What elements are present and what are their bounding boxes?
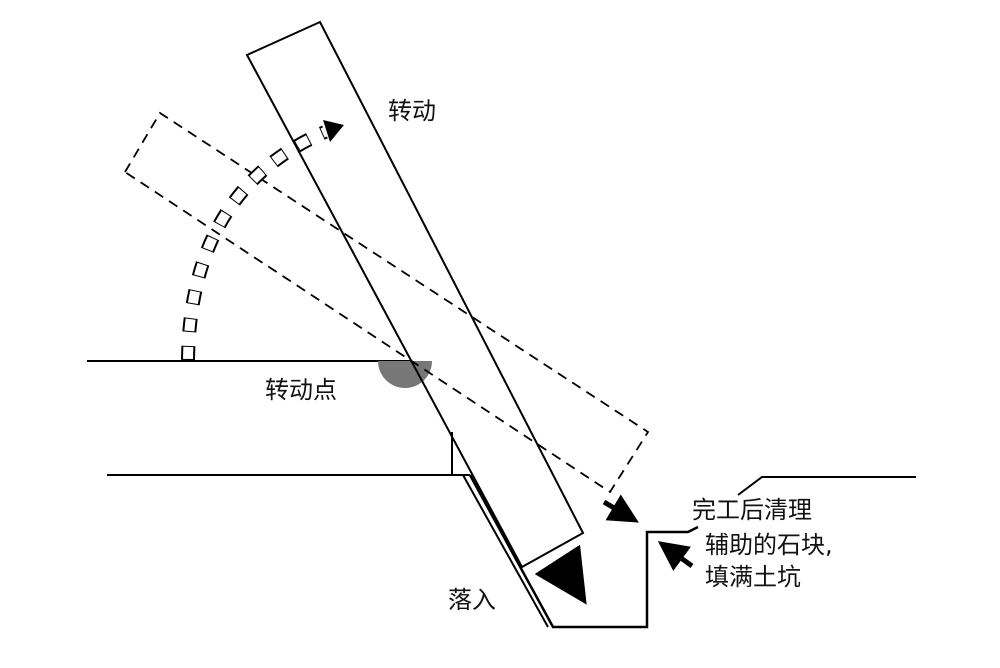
arrow-fill-icon <box>657 541 694 571</box>
arrow-fall-icon <box>534 544 587 605</box>
rotate-label: 转动 <box>388 97 436 125</box>
pit-wall-inner <box>462 474 549 628</box>
rotation-arrowhead-icon <box>323 120 344 142</box>
fall-in-label: 落入 <box>448 586 496 614</box>
initial-position-dashed <box>123 111 650 494</box>
stone-block <box>245 20 585 569</box>
ground-right <box>737 476 916 496</box>
pivot-point <box>378 361 432 388</box>
pit-outline <box>468 474 699 629</box>
pivot-label: 转动点 <box>265 376 337 404</box>
note-line1: 完工后清理 <box>692 496 812 524</box>
note-line2: 辅助的石块, <box>705 531 833 559</box>
arrow-down-right-icon <box>602 494 639 523</box>
note-line3: 填满土坑 <box>705 563 801 591</box>
